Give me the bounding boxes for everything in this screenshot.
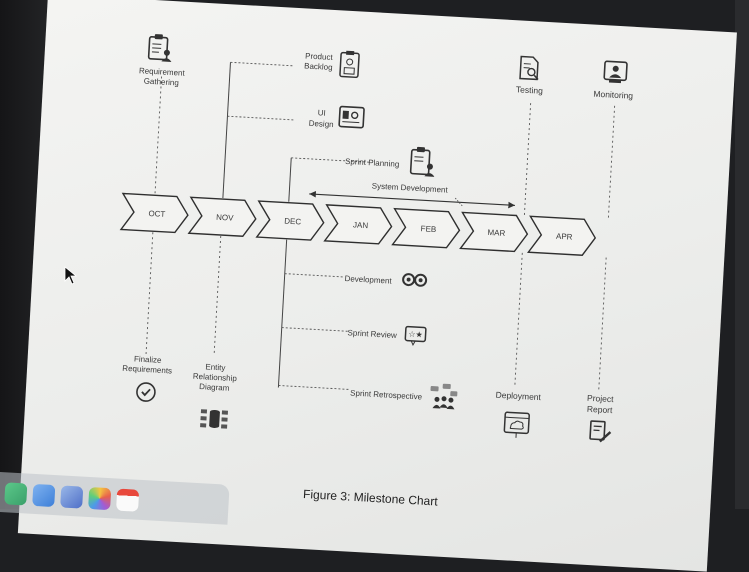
monitoring-connector <box>608 106 614 220</box>
erd-label-3: Diagram <box>199 382 230 393</box>
project-report-label-2: Report <box>587 404 614 415</box>
ui-design-node: UI Design <box>308 105 364 131</box>
mouse-pointer-icon <box>64 266 78 286</box>
month-label-oct: OCT <box>148 209 165 219</box>
sprint-review-node: Sprint Review ☆★ <box>347 323 426 345</box>
erd-label-1: Entity <box>205 362 225 372</box>
deployment-label: Deployment <box>495 390 541 403</box>
gears-icon <box>403 274 427 286</box>
ui-design-label-1: UI <box>318 108 326 117</box>
sprint-review-connector <box>282 328 348 332</box>
testing-label: Testing <box>516 84 544 96</box>
month-label-mar: MAR <box>487 228 505 238</box>
check-circle-icon <box>136 383 155 402</box>
document-search-icon <box>520 57 539 80</box>
month-label-jan: JAN <box>353 220 369 230</box>
ui-design-icon <box>339 106 364 127</box>
dock-app-finder-icon[interactable] <box>4 482 27 505</box>
sprint-retrospective-label: Sprint Retrospective <box>350 388 423 401</box>
dock-app-mail-icon[interactable] <box>32 484 55 507</box>
system-development-arrow <box>309 194 515 205</box>
finalize-requirements-node: Finalize Requirements <box>121 354 173 403</box>
month-label-dec: DEC <box>284 217 302 227</box>
monitoring-label: Monitoring <box>593 89 633 101</box>
testing-node: Testing <box>516 56 545 95</box>
clipboard-person-icon <box>410 147 436 177</box>
svg-text:☆★: ☆★ <box>408 330 423 340</box>
development-label: Development <box>344 274 392 286</box>
sprint-planning-label: Sprint Planning <box>345 157 400 169</box>
deployment-node: Deployment <box>493 390 542 439</box>
month-label-nov: NOV <box>216 213 234 223</box>
finalize-label-2: Requirements <box>122 364 172 376</box>
dec-stem-top <box>289 158 291 202</box>
month-label-feb: FEB <box>420 224 436 234</box>
testing-connector <box>524 103 530 215</box>
development-connector <box>285 274 343 277</box>
product-backlog-label-1: Product <box>305 51 334 62</box>
erd-node: Entity Relationship Diagram <box>190 362 238 429</box>
sprint-retro-connector <box>279 385 349 389</box>
deployment-connector <box>515 253 522 387</box>
product-backlog-label-2: Backlog <box>304 61 333 72</box>
month-label-apr: APR <box>556 232 573 242</box>
finalize-label-1: Finalize <box>134 354 163 365</box>
product-backlog-node: Product Backlog <box>304 48 360 77</box>
requirement-gathering-node: Requirement Gathering <box>138 33 187 88</box>
team-chat-icon <box>429 383 457 409</box>
report-pen-icon <box>590 421 611 442</box>
req-gathering-connector <box>155 76 162 195</box>
cloud-deploy-icon <box>504 412 529 438</box>
review-stars-icon: ☆★ <box>405 327 426 346</box>
monitor-person-icon <box>604 61 627 83</box>
ui-design-connector <box>227 116 295 120</box>
report-connector <box>599 258 606 390</box>
erd-connector <box>214 236 221 356</box>
dec-stem-bottom <box>278 240 286 388</box>
clipboard-person-icon <box>148 34 172 62</box>
product-backlog-connector <box>230 62 292 65</box>
project-report-node: Project Report <box>585 393 615 442</box>
database-icon <box>200 409 228 428</box>
dock-app-photos-icon[interactable] <box>88 487 111 510</box>
system-development-label: System Development <box>372 181 449 194</box>
month-timeline: OCT NOV DEC JAN FEB MAR APR <box>121 193 596 255</box>
clipboard-icon <box>340 50 359 77</box>
requirement-gathering-label-2: Gathering <box>143 76 179 87</box>
ui-design-label-2: Design <box>308 119 333 129</box>
dock-app-calendar-icon[interactable] <box>116 489 139 512</box>
sprint-review-label: Sprint Review <box>347 328 397 340</box>
monitor-bezel-right <box>735 0 749 509</box>
sprint-retrospective-node: Sprint Retrospective <box>350 379 458 410</box>
development-node: Development <box>344 271 426 288</box>
monitoring-node: Monitoring <box>593 61 635 101</box>
finalize-req-connector <box>146 232 153 354</box>
dock-app-files-icon[interactable] <box>60 485 83 508</box>
nov-stem <box>223 62 231 198</box>
sprint-planning-node: Sprint Planning <box>345 143 436 177</box>
project-report-label-1: Project <box>587 393 615 404</box>
